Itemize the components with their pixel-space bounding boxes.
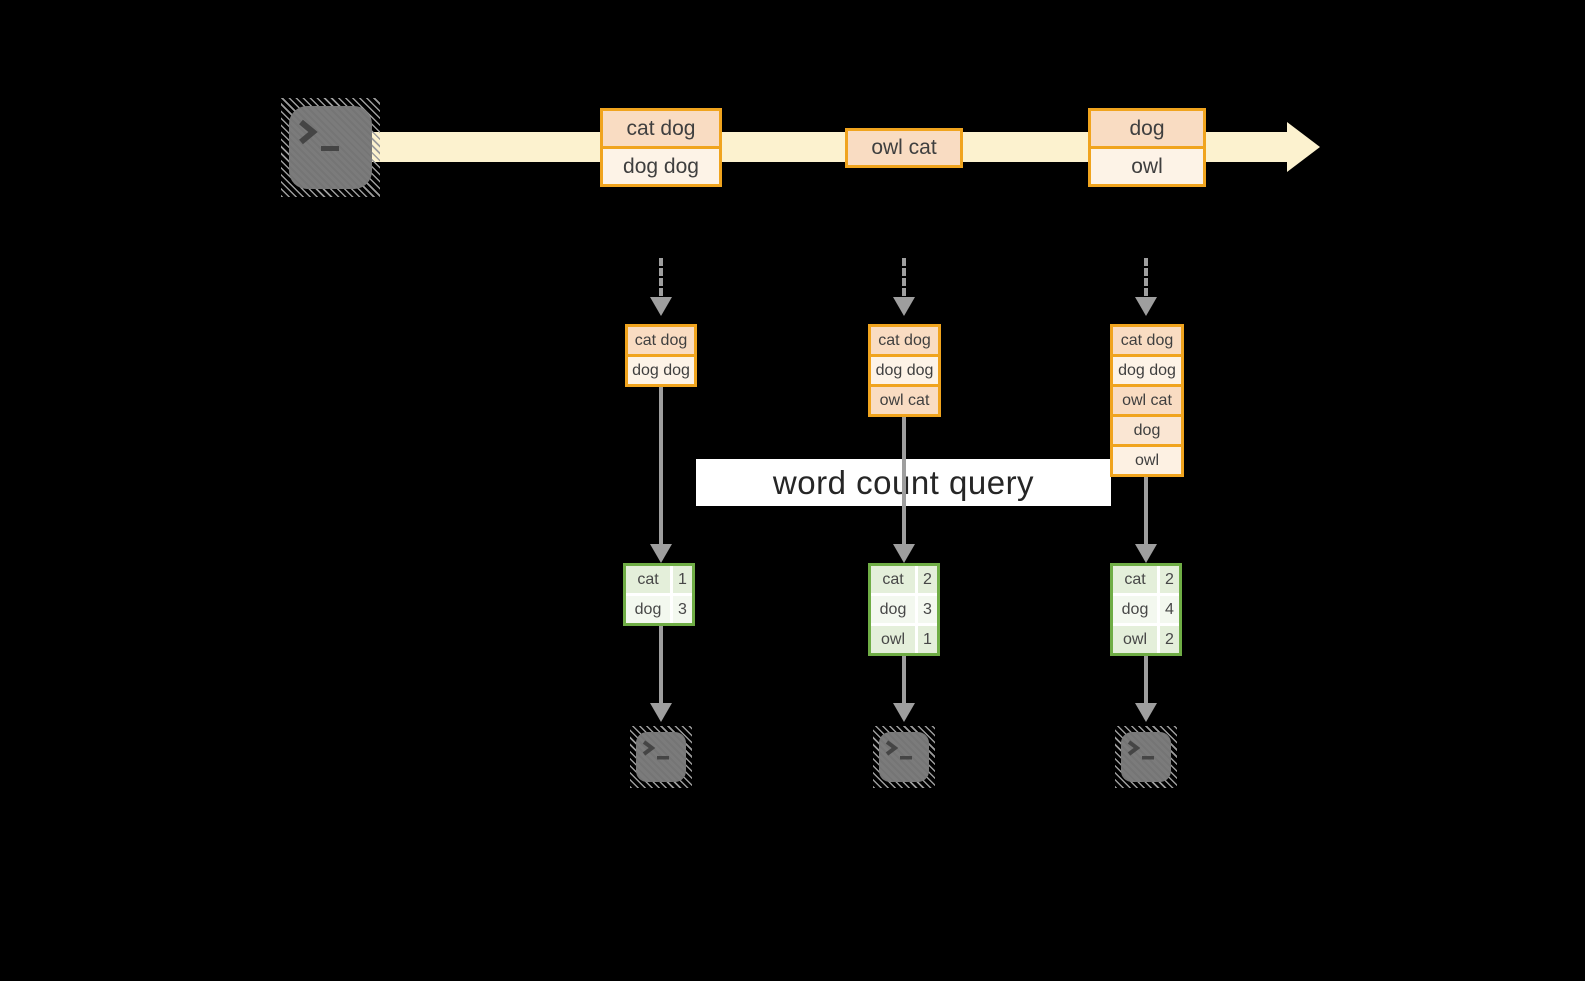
word-count-table-3: cat 2 dog 4 owl 2: [1110, 563, 1182, 656]
word-count-table-1: cat 1 dog 3: [623, 563, 695, 626]
state-line: dog: [1113, 414, 1181, 444]
word-cell: owl: [871, 626, 915, 653]
state-box-2: cat dog dog dog owl cat: [868, 324, 941, 417]
state-line: cat dog: [628, 327, 694, 354]
batch-line: dog: [1091, 111, 1203, 146]
count-cell: 1: [918, 626, 937, 653]
micro-batch-arrowhead-icon: [650, 297, 672, 316]
stream-batch-2: owl cat: [845, 128, 963, 168]
count-cell: 2: [1160, 566, 1179, 593]
state-to-count-arrow-line: [902, 417, 906, 544]
state-to-count-arrowhead-icon: [893, 544, 915, 563]
word-cell: cat: [626, 566, 670, 593]
word-cell: dog: [626, 596, 670, 623]
terminal-icon-body: [289, 106, 372, 189]
terminal-icon-body: [1121, 732, 1171, 782]
stream-batch-3: dog owl: [1088, 108, 1206, 187]
micro-batch-arrowhead-icon: [893, 297, 915, 316]
count-cell: 1: [673, 566, 692, 593]
state-box-1: cat dog dog dog: [625, 324, 697, 387]
state-line: dog dog: [628, 354, 694, 384]
count-cell: 3: [673, 596, 692, 623]
state-box-3: cat dog dog dog owl cat dog owl: [1110, 324, 1184, 477]
count-to-output-arrowhead-icon: [893, 703, 915, 722]
terminal-icon-body: [879, 732, 929, 782]
count-to-output-arrow-line: [902, 656, 906, 703]
terminal-icon-output-1: [630, 726, 692, 788]
state-line: dog dog: [1113, 354, 1181, 384]
terminal-icon-output-2: [873, 726, 935, 788]
micro-batch-arrow-line: [1144, 258, 1148, 296]
count-cell: 4: [1160, 596, 1179, 623]
state-line: owl: [1113, 444, 1181, 474]
state-to-count-arrowhead-icon: [650, 544, 672, 563]
count-cell: 3: [918, 596, 937, 623]
micro-batch-arrowhead-icon: [1135, 297, 1157, 316]
count-cell: 2: [1160, 626, 1179, 653]
state-line: cat dog: [871, 327, 938, 354]
state-line: cat dog: [1113, 327, 1181, 354]
word-cell: dog: [871, 596, 915, 623]
stream-arrowhead-icon: [1287, 122, 1320, 172]
micro-batch-arrow-line: [902, 258, 906, 296]
stream-batch-1: cat dog dog dog: [600, 108, 722, 187]
count-to-output-arrowhead-icon: [1135, 703, 1157, 722]
state-to-count-arrowhead-icon: [1135, 544, 1157, 563]
count-to-output-arrow-line: [659, 626, 663, 703]
terminal-icon-output-3: [1115, 726, 1177, 788]
word-cell: cat: [1113, 566, 1157, 593]
terminal-icon-body: [636, 732, 686, 782]
batch-line: owl cat: [848, 131, 960, 165]
terminal-prompt-icon: [885, 740, 912, 760]
state-line: owl cat: [871, 384, 938, 414]
count-cell: 2: [918, 566, 937, 593]
state-line: dog dog: [871, 354, 938, 384]
word-cell: owl: [1113, 626, 1157, 653]
batch-line: owl: [1091, 146, 1203, 184]
micro-batch-arrow-line: [659, 258, 663, 296]
state-line: owl cat: [1113, 384, 1181, 414]
word-cell: dog: [1113, 596, 1157, 623]
batch-line: dog dog: [603, 146, 719, 184]
terminal-prompt-icon: [299, 119, 339, 151]
terminal-prompt-icon: [642, 740, 669, 760]
word-count-table-2: cat 2 dog 3 owl 1: [868, 563, 940, 656]
terminal-prompt-icon: [1127, 740, 1154, 760]
terminal-icon-source: [281, 98, 380, 197]
count-to-output-arrow-line: [1144, 656, 1148, 703]
word-cell: cat: [871, 566, 915, 593]
state-to-count-arrow-line: [659, 387, 663, 544]
count-to-output-arrowhead-icon: [650, 703, 672, 722]
batch-line: cat dog: [603, 111, 719, 146]
state-to-count-arrow-line: [1144, 477, 1148, 544]
